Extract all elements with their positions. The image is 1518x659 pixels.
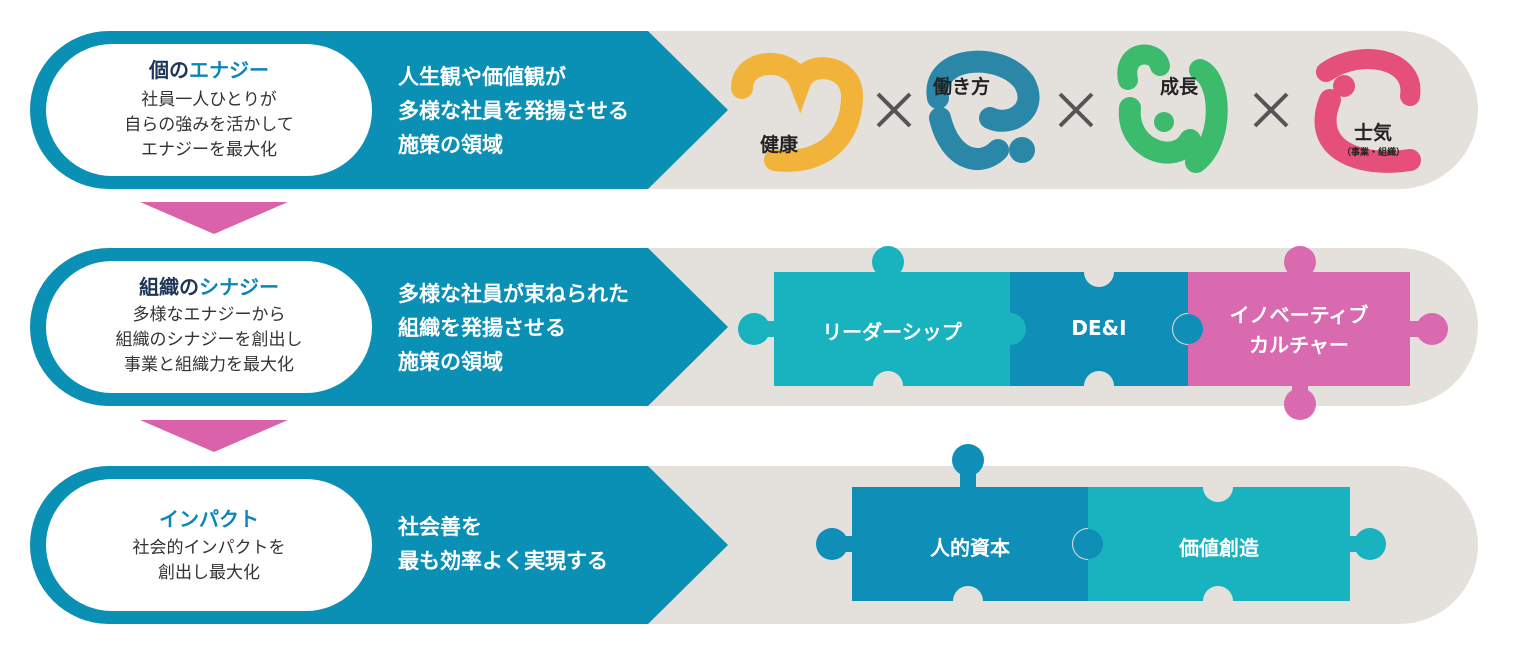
tier-2-middle: 多様な社員が束ねられた 組織を発揚させる 施策の領域 [398,277,718,379]
factor-health-glyph [731,52,864,172]
tier-2-middle-line: 組織を発揚させる [398,316,566,340]
times-1 [876,92,912,128]
puzzle-innovative [1173,246,1448,420]
factor-growth-glyph [1117,44,1228,173]
tier-1-middle-line: 多様な社員を発揚させる [398,99,629,123]
tier-2-desc-line: 事業と組織力を最大化 [124,355,294,375]
tier-3-middle-line: 最も効率よく実現する [398,549,608,573]
puzzle-dei-label: DE&I [1071,316,1127,340]
tier-1-white-pill [46,44,372,176]
factor-morale-sub: （事業・組織） [1342,148,1406,158]
tier-1-middle-line: 人生観や価値観が [398,65,566,89]
puzzle-innovative-label-line1: イノベーティブ [1229,303,1369,327]
tier-1-band [30,31,1478,189]
tier-3-desc-line: 社会的インパクトを [132,538,286,558]
tier-1-desc: 社員一人ひとりが 自らの強みを活かして エナジーを最大化 [59,88,359,163]
puzzle-leadership-label: リーダーシップ [822,320,962,344]
tier-2-title-b: の [179,275,199,299]
tier-1-title-b: の [169,58,189,82]
tier-2-middle-line: 施策の領域 [398,350,503,374]
puzzle-innovative-label: イノベーティブ カルチャー [1188,300,1410,360]
tier-1-middle-line: 施策の領域 [398,133,503,157]
puzzle-value-creation-label: 価値創造 [1179,536,1259,560]
tier-3-title: インパクト [59,503,359,532]
tier-3-middle-line: 社会善を [398,515,482,539]
tier-1-desc-line: 社員一人ひとりが [141,90,277,110]
factor-morale-glyph [1314,49,1421,173]
factor-workstyle-glyph [926,50,1040,170]
tier-2-white-pill [46,261,372,393]
puzzle-value-creation [1073,472,1386,616]
times-2 [1058,92,1094,128]
puzzle-human-capital [816,444,1104,616]
tier-1-desc-line: エナジーを最大化 [141,140,277,160]
puzzle-human-capital-label: 人的資本 [930,536,1010,560]
tier-1-title-c: エナジー [189,58,269,82]
tier-2-title-a: 組織 [139,275,179,299]
puzzle-leadership [738,246,1026,401]
tier-2-title: 組織のシナジー [59,271,359,300]
tier-1-title: 個のエナジー [59,54,359,83]
tier-3-white-pill [46,479,372,611]
puzzle-innovative-label-line2: カルチャー [1249,333,1349,357]
tier-1-title-a: 個 [149,58,169,82]
tier-1-middle: 人生観や価値観が 多様な社員を発揚させる 施策の領域 [398,60,718,162]
tier-2-title-c: シナジー [199,275,279,299]
tier-1-desc-line: 自らの強みを活かして [124,115,294,135]
factor-growth-label: 成長 [1160,76,1199,98]
tier-2-desc-line: 多様なエナジーから [132,305,286,325]
tier-3-title-a: インパクト [159,507,259,531]
tier-2-desc-line: 組織のシナジーを創出し [115,330,303,350]
puzzle-dei [994,257,1204,401]
factor-morale-label: 士気 [1354,122,1393,144]
factor-workstyle-label: 働き方 [933,76,991,98]
tier-3-desc-line: 創出し最大化 [158,563,260,583]
tier-3-desc: 社会的インパクトを 創出し最大化 [59,536,359,586]
tier-2-middle-line: 多様な社員が束ねられた [398,282,629,306]
factor-health-label: 健康 [760,134,799,156]
times-3 [1253,92,1289,128]
down-arrow-2 [140,420,288,452]
tier-3-middle: 社会善を 最も効率よく実現する [398,510,718,578]
tier-2-desc: 多様なエナジーから 組織のシナジーを創出し 事業と組織力を最大化 [59,303,359,378]
down-arrow-1 [140,202,288,234]
